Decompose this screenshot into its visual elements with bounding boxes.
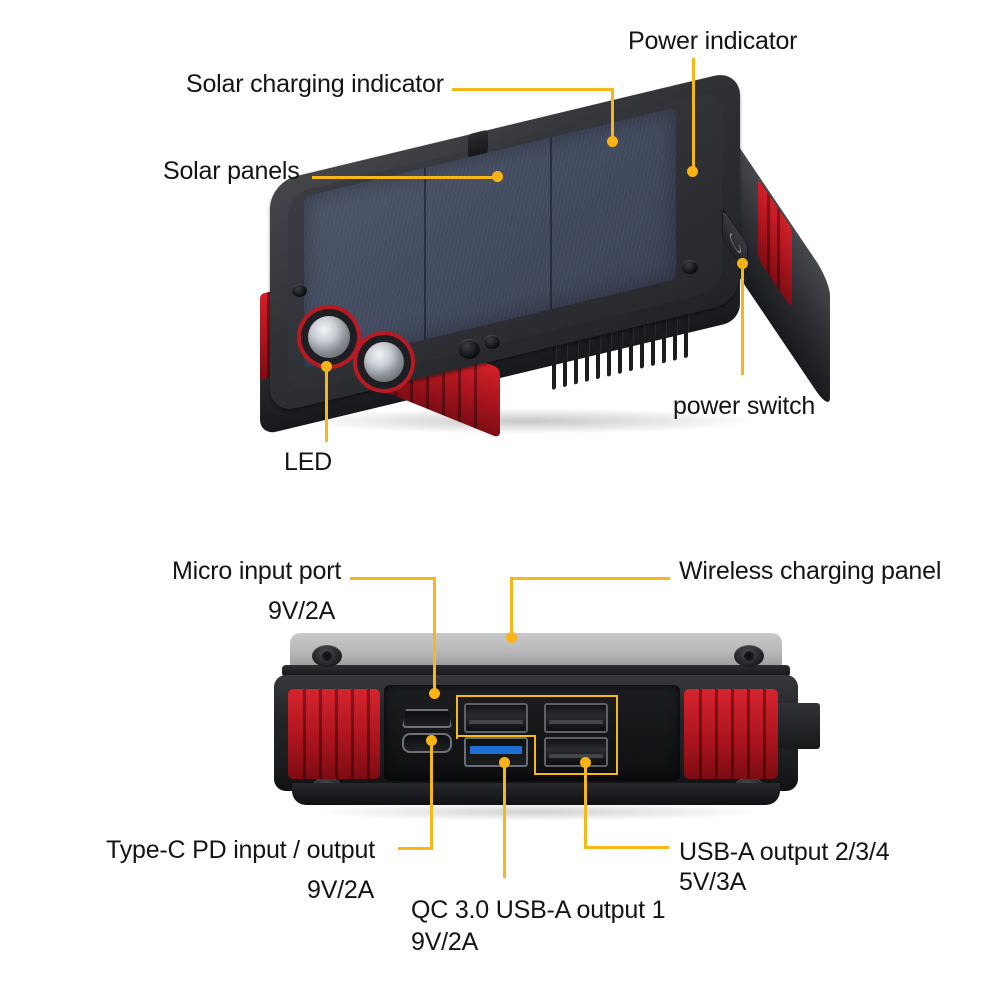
device2-shadow	[308, 803, 768, 821]
anchor-wireless-charging-panel	[506, 632, 517, 643]
device-shadow	[292, 408, 762, 434]
label-power-switch: power switch	[673, 392, 816, 420]
screw-hole-right	[682, 260, 698, 274]
label-type-c-pd: Type-C PD input / output	[106, 836, 375, 864]
label-led: LED	[284, 448, 333, 476]
anchor-qc30-output-1	[499, 757, 510, 768]
label-usb-a-output-234: USB-A output 2/3/4	[679, 838, 890, 866]
label-usb-a-output-234-spec: 5V/3A	[679, 868, 747, 896]
usb-a-output-4[interactable]	[544, 737, 608, 767]
anchor-micro-input-port	[429, 688, 440, 699]
leader-micro-h	[350, 577, 436, 580]
dc-jack	[458, 339, 480, 359]
label-type-c-pd-spec: 9V/2A	[307, 876, 375, 904]
highlight-bracket-top	[456, 695, 618, 739]
qc30-usb-a-output-1-port[interactable]	[464, 737, 528, 767]
device-top-illustration	[252, 69, 830, 439]
micro-usb-input-port[interactable]	[402, 709, 452, 728]
label-micro-input-port-spec: 9V/2A	[268, 597, 336, 625]
leader-typec-v	[430, 740, 433, 850]
anchor-solar-charging	[607, 136, 618, 147]
label-solar-panels: Solar panels	[163, 157, 300, 185]
device2-red-grip-left	[288, 689, 380, 779]
led-flashlight-1	[308, 316, 350, 358]
wireless-charging-panel-surface	[290, 633, 782, 667]
usb-a-output-3[interactable]	[544, 703, 608, 733]
leader-micro-v	[433, 577, 436, 692]
leader-usba234-v	[584, 762, 587, 848]
anchor-type-c-pd	[426, 735, 437, 746]
screw-top-left	[312, 645, 342, 667]
label-wireless-charging-panel: Wireless charging panel	[679, 557, 942, 585]
device2-red-grip-right	[684, 689, 778, 779]
leader-led	[325, 368, 328, 442]
leader-solar-charging-h	[452, 88, 614, 91]
anchor-solar-panels	[492, 171, 503, 182]
device-bottom-illustration	[268, 633, 820, 823]
leader-typec-h	[398, 847, 433, 850]
highlight-bracket-left-cap	[456, 735, 536, 740]
device2-top-lip	[282, 665, 790, 677]
leader-qc30-v	[503, 762, 506, 878]
usb-a-output-2[interactable]	[464, 703, 528, 733]
leader-wireless-v	[510, 577, 513, 638]
leader-solar-charging-v	[611, 88, 614, 141]
leader-usba234-h	[584, 846, 669, 849]
label-micro-input-port: Micro input port	[172, 557, 342, 585]
screw-hole-top-left	[292, 284, 307, 297]
leader-solar-panels	[312, 176, 497, 179]
device2-base	[292, 783, 780, 805]
label-qc30-output-1: QC 3.0 USB-A output 1	[411, 896, 666, 924]
anchor-led	[321, 361, 332, 372]
anchor-power-switch	[737, 258, 748, 269]
leader-power-indicator	[692, 58, 695, 172]
highlight-bracket-bottom	[534, 735, 618, 775]
screw-top-right	[734, 645, 764, 667]
leader-wireless-h	[510, 577, 670, 580]
label-power-indicator: Power indicator	[628, 27, 798, 55]
anchor-usb-a-output-234	[580, 757, 591, 768]
label-solar-charging-indicator: Solar charging indicator	[186, 70, 444, 98]
leader-power-switch	[741, 265, 744, 375]
led-flashlight-2	[364, 342, 404, 382]
screw-hole-mid	[484, 335, 500, 349]
label-qc30-output-1-spec: 9V/2A	[411, 928, 479, 956]
anchor-power-indicator	[687, 166, 698, 177]
